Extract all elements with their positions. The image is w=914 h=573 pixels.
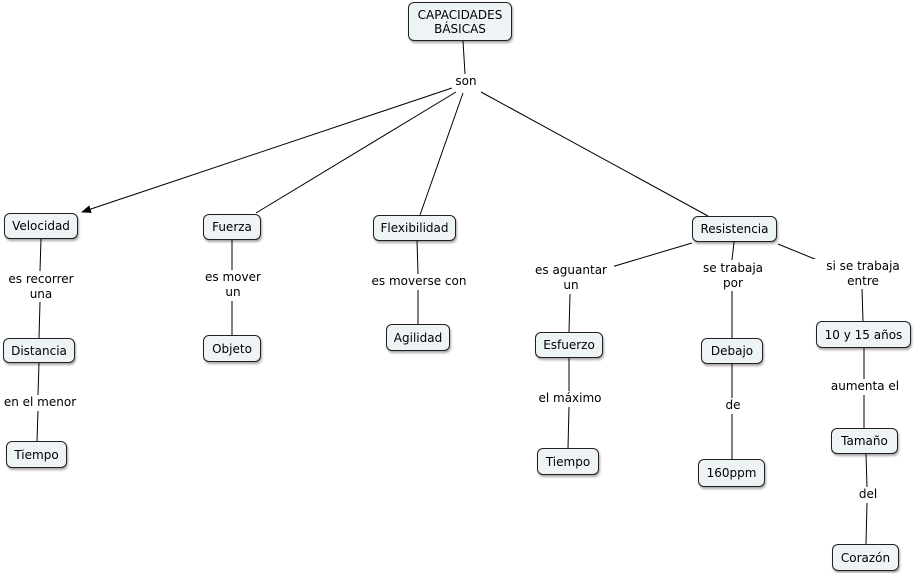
node-160ppm[interactable]: 160ppm — [698, 459, 765, 487]
edge-maximo-tiempo2 — [567, 406, 570, 449]
link-del: del — [853, 487, 883, 502]
node-capacidades-basicas[interactable]: CAPACIDADES BÁSICAS — [408, 2, 512, 41]
edge-label-tiempo1 — [36, 410, 39, 442]
node-flexibilidad[interactable]: Flexibilidad — [373, 215, 456, 241]
link-es-aguantar-un: es aguantar un — [528, 263, 614, 293]
node-corazon[interactable]: Corazón — [832, 544, 899, 571]
node-tamano[interactable]: Tamaño — [831, 428, 898, 454]
link-el-maximo: el máximo — [530, 391, 610, 406]
edge-label-distancia — [38, 301, 41, 339]
edge-sitrabaja-edad — [861, 287, 864, 322]
link-es-recorrer-una: es recorrer una — [0, 272, 82, 302]
node-tiempo-esfuerzo[interactable]: Tiempo — [537, 448, 599, 475]
edge-flexibilidad-label — [416, 239, 419, 275]
node-10-y-15-anos[interactable]: 10 y 15 años — [816, 321, 911, 348]
edge-del-corazon — [865, 502, 868, 545]
link-es-moverse-con: es moverse con — [365, 274, 473, 289]
link-es-mover-un: es mover un — [195, 270, 271, 300]
edge-root-son — [462, 40, 466, 75]
node-fuerza[interactable]: Fuerza — [203, 214, 261, 240]
node-agilidad[interactable]: Agilidad — [386, 324, 450, 351]
node-velocidad[interactable]: Velocidad — [4, 213, 78, 239]
edge-son-velocidad — [81, 87, 453, 213]
edge-resistencia-aguantar — [607, 242, 693, 269]
edge-velocidad-label — [39, 238, 42, 272]
link-son: son — [452, 74, 480, 89]
node-objeto[interactable]: Objeto — [203, 335, 261, 362]
edge-resistencia-portrabaja — [731, 241, 735, 261]
edge-aguantar-esfuerzo — [568, 293, 571, 333]
link-se-trabaja-por: se trabaja por — [694, 261, 772, 291]
node-debajo[interactable]: Debajo — [701, 338, 763, 364]
link-de: de — [720, 398, 746, 413]
node-tiempo-velocidad[interactable]: Tiempo — [6, 441, 67, 468]
node-distancia[interactable]: Distancia — [3, 338, 75, 363]
edge-tamano-del — [865, 453, 868, 488]
link-aumenta-el: aumenta el — [824, 379, 906, 394]
edge-son-fuerza — [255, 91, 457, 214]
link-si-se-trabaja-entre: si se trabaja entre — [814, 259, 912, 289]
node-esfuerzo[interactable]: Esfuerzo — [535, 332, 603, 358]
edge-son-flexibilidad — [419, 92, 464, 216]
link-en-el-menor: en el menor — [0, 395, 80, 410]
edge-distancia-label — [37, 362, 40, 396]
edge-son-resistencia — [480, 91, 709, 217]
node-resistencia[interactable]: Resistencia — [692, 216, 777, 242]
